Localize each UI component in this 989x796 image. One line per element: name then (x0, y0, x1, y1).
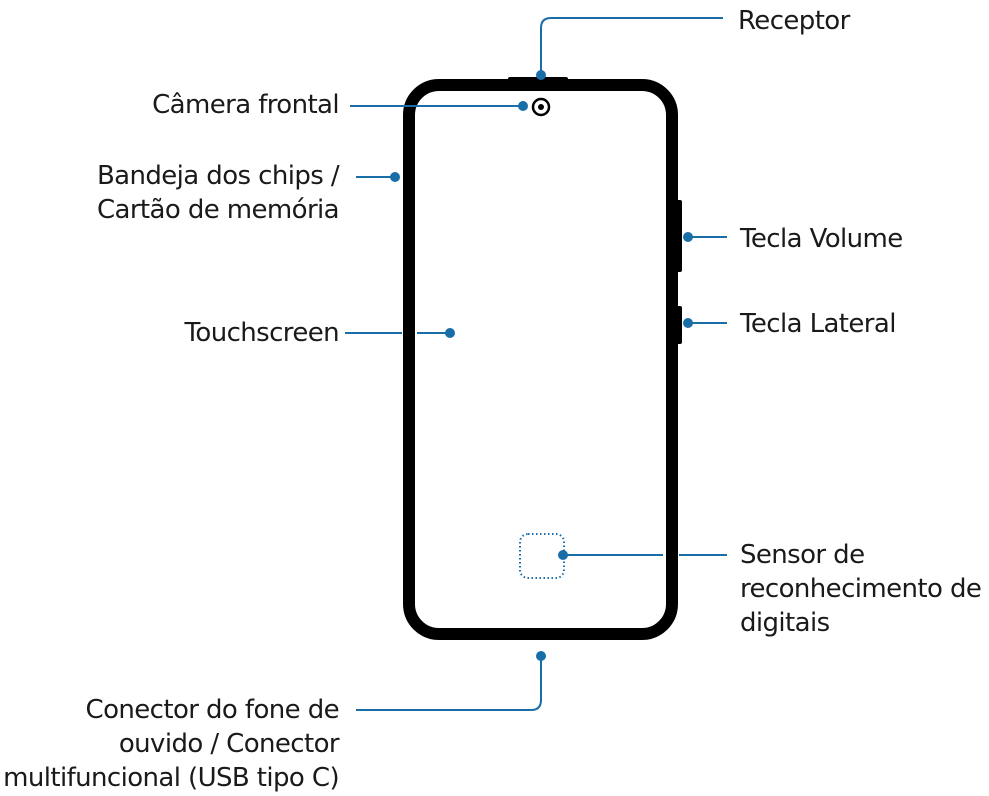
label-bandeja-line1: Bandeja dos chips / (96, 161, 340, 191)
label-conector-line2: ouvido / Conector (118, 729, 340, 759)
label-camera-frontal: Câmera frontal (152, 90, 340, 120)
label-conector: Conector do fone de ouvido / Conector mu… (3, 693, 339, 795)
label-bandeja-line2: Cartão de memória (96, 195, 340, 225)
label-sensor-line2: reconhecimento de (740, 574, 982, 604)
callout-receptor (540, 17, 723, 75)
label-receptor: Receptor (738, 6, 850, 36)
callout-conector (356, 656, 542, 711)
fingerprint-sensor-icon (519, 533, 565, 579)
volume-key (675, 200, 682, 272)
label-conector-line3: multifuncional (USB tipo C) (3, 763, 339, 793)
callout-dot-touchscreen (445, 328, 455, 338)
label-bandeja-chips: Bandeja dos chips / Cartão de memória (96, 159, 340, 227)
callout-dot-bandeja (390, 172, 400, 182)
front-camera-icon (531, 97, 551, 117)
label-sensor-line3: digitais (740, 608, 830, 638)
callout-dot-camera (518, 101, 528, 111)
callout-dot-volume (683, 232, 693, 242)
label-sensor-line1: Sensor de (740, 540, 865, 570)
receiver-slot (508, 77, 568, 85)
callout-dot-sensor (558, 550, 568, 560)
label-sensor-digitais: Sensor de reconhecimento de digitais (740, 538, 982, 640)
side-key (675, 306, 682, 344)
callout-dot-lateral (683, 318, 693, 328)
label-conector-line1: Conector do fone de (85, 695, 340, 725)
label-tecla-volume: Tecla Volume (740, 224, 903, 254)
phone-body-outline (403, 79, 678, 640)
callout-dot-receptor (536, 70, 546, 80)
label-tecla-lateral: Tecla Lateral (740, 309, 896, 339)
label-touchscreen: Touchscreen (184, 318, 340, 348)
callout-dot-conector (536, 651, 546, 661)
